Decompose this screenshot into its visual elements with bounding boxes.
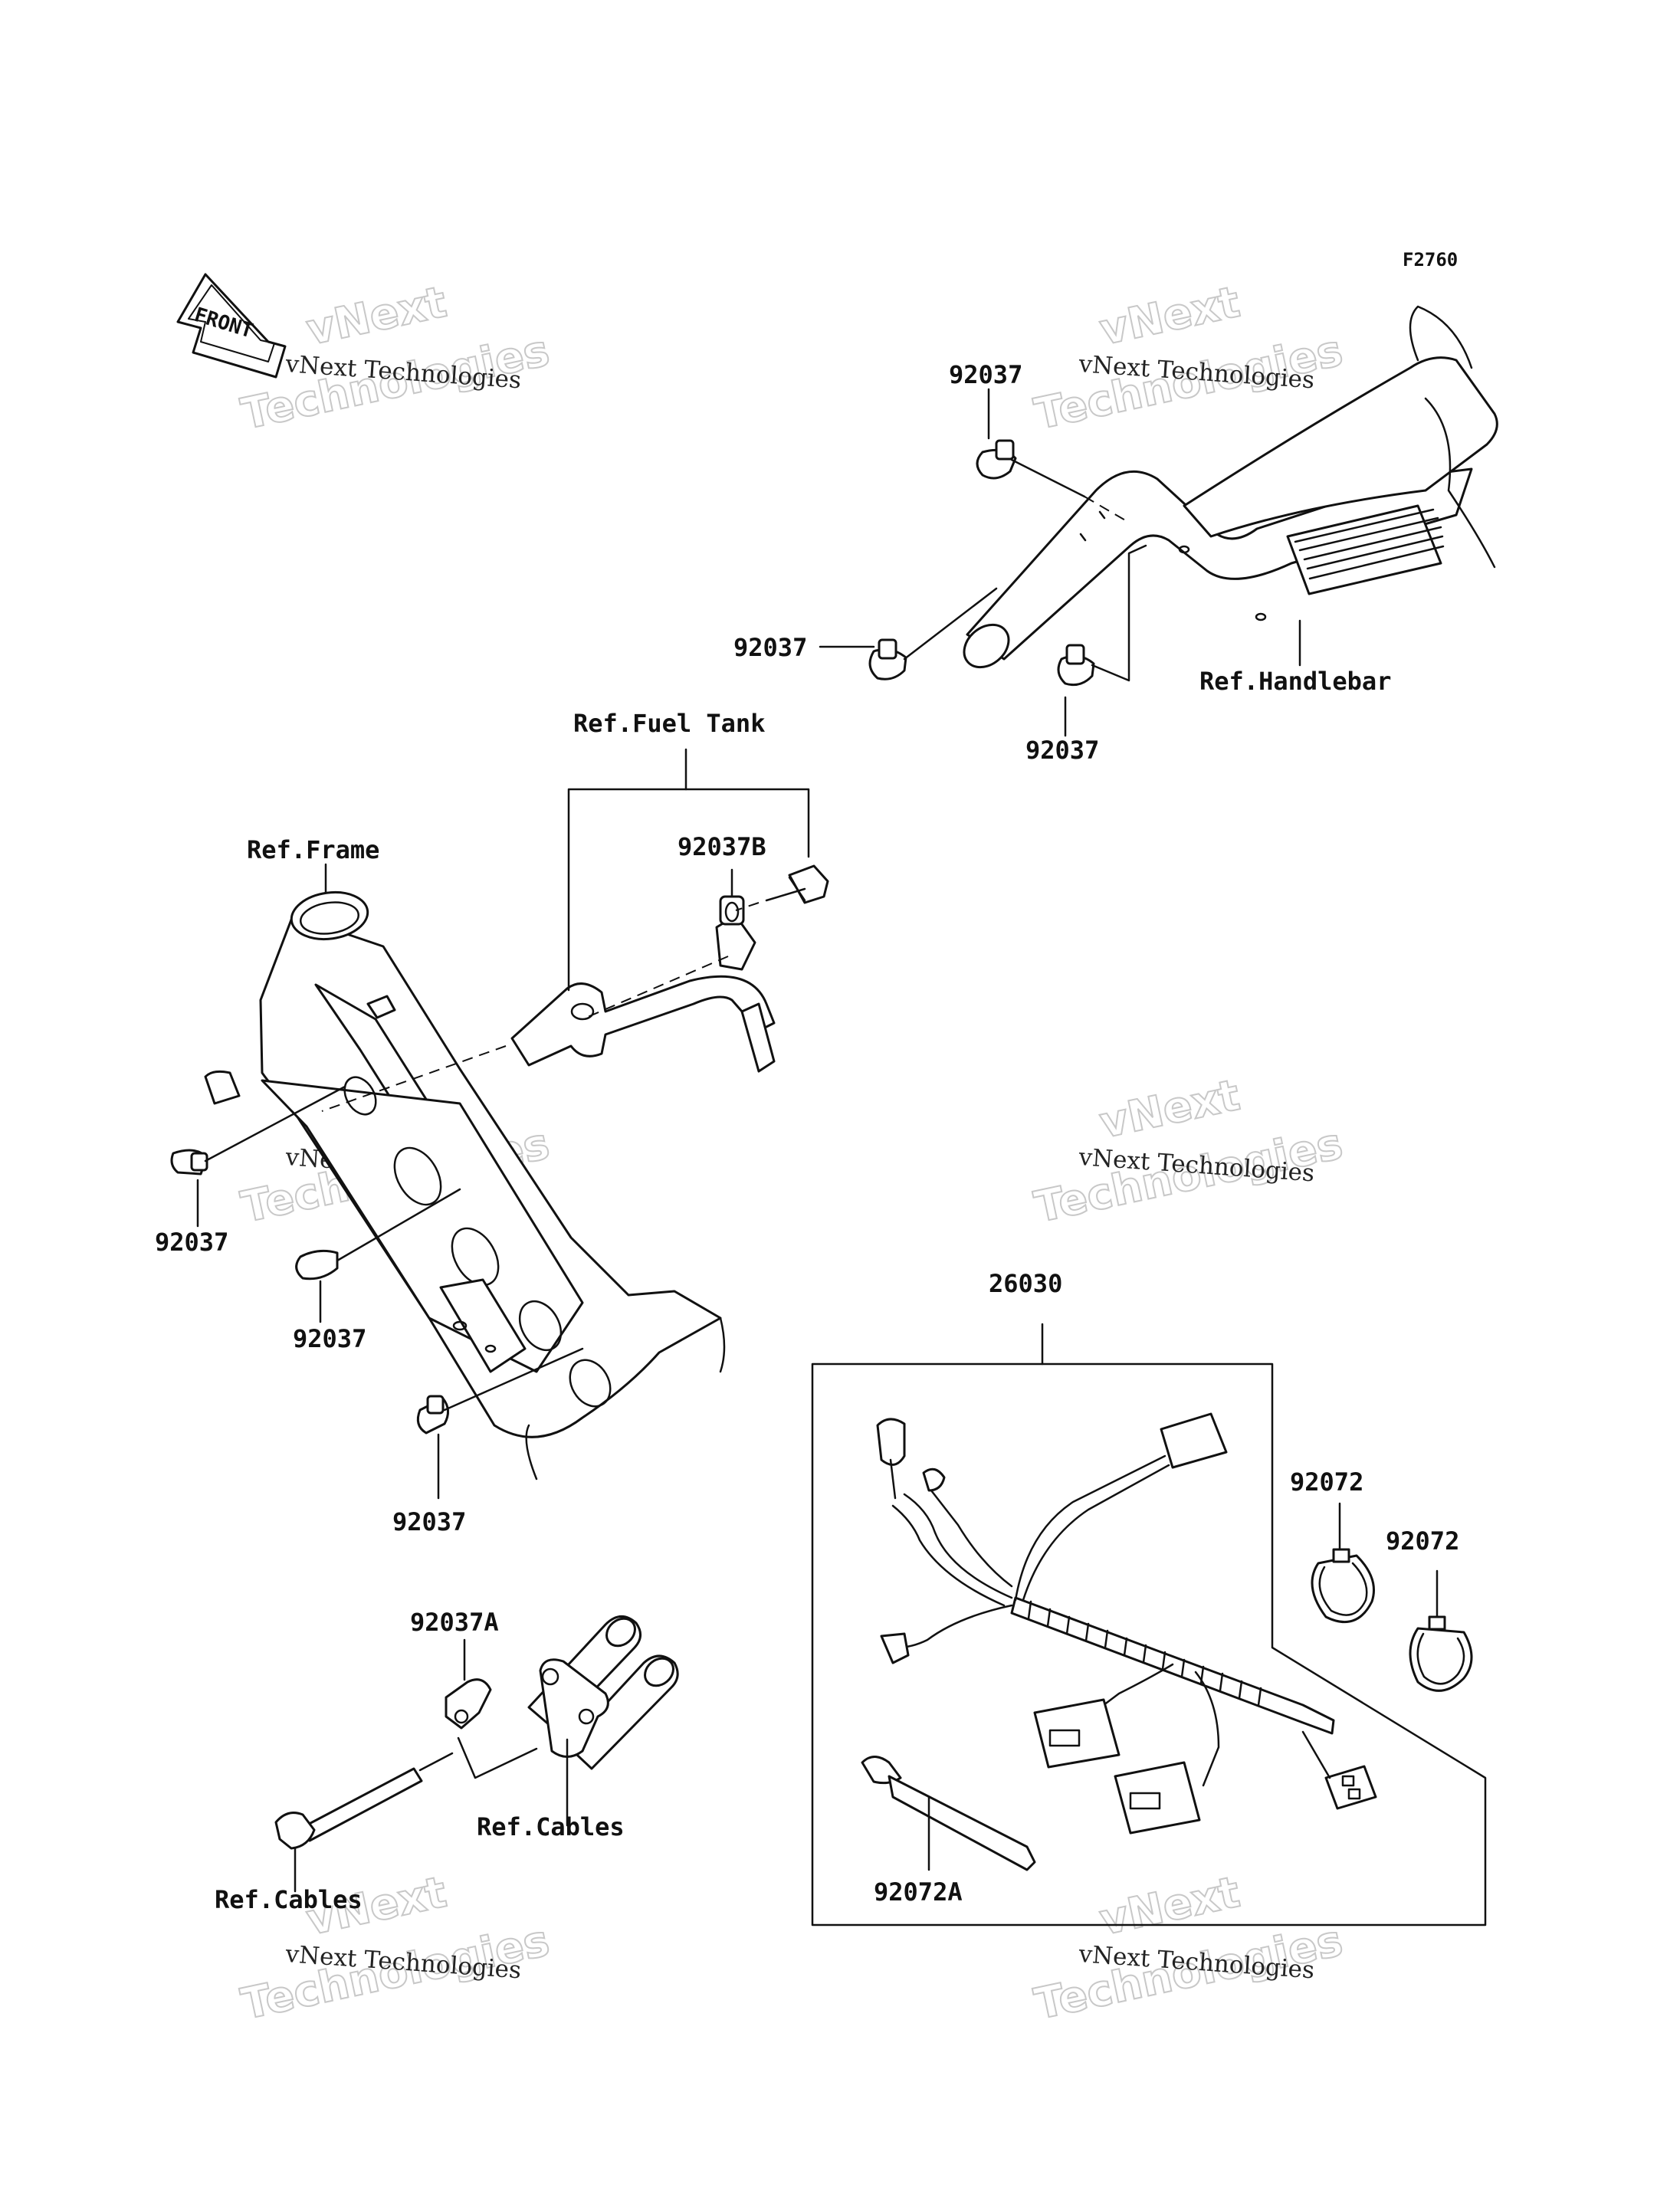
watermark-vnext-text: vNext <box>1095 1071 1244 1149</box>
front-arrow-icon: FRONT <box>176 273 287 379</box>
watermark-tr: vNext Technologies vNext Technologies <box>1029 277 1347 441</box>
clamp-92037b <box>321 864 829 1112</box>
label-ref-cables-right: Ref.Cables <box>477 1812 625 1841</box>
label-92037-top: 92037 <box>949 360 1022 389</box>
figure-code: F2760 <box>1403 249 1458 271</box>
watermark-vnext-text: vNext <box>1095 277 1244 356</box>
fuel-tank-bracket <box>510 975 776 1073</box>
clamp-92037-handlebar-right <box>1057 544 1147 687</box>
label-92072a: 92072A <box>874 1877 963 1907</box>
watermark-tl: vNext Technologies vNext Technologies <box>236 277 554 441</box>
label-92037-handlebar-left: 92037 <box>733 633 807 662</box>
clamp-92037-frame-2 <box>295 1188 461 1323</box>
watermark-mr: vNext Technologies vNext Technologies <box>1029 1070 1347 1234</box>
clamp-92037-top <box>976 439 1127 522</box>
label-92072-1: 92072 <box>1290 1467 1363 1497</box>
handlebar-assembly <box>963 305 1498 669</box>
label-ref-handlebar: Ref.Handlebar <box>1199 667 1391 696</box>
labels: 92037 92037 92037 Ref.Handlebar Ref.Fuel… <box>155 360 1459 1914</box>
band-92072a <box>861 1756 1036 1871</box>
clamp-92037-frame-1 <box>170 1085 346 1228</box>
label-92037-frame-3: 92037 <box>392 1507 466 1536</box>
label-92037-frame-2: 92037 <box>293 1324 366 1353</box>
label-92037-frame-1: 92037 <box>155 1228 228 1257</box>
label-92037b: 92037B <box>678 832 766 861</box>
label-92037a: 92037A <box>410 1608 499 1637</box>
clamp-92037-frame-3 <box>416 1347 584 1500</box>
clamp-92037-handlebar-left <box>868 587 998 680</box>
watermark-br: vNext Technologies vNext Technologies <box>1029 1867 1347 2031</box>
watermark-vnext-text: vNext <box>1095 1867 1244 1946</box>
label-ref-frame: Ref.Frame <box>247 835 379 864</box>
band-92072-2 <box>1409 1569 1473 1692</box>
clamp-92037a-assembly <box>274 1615 679 1893</box>
frame-assembly <box>204 890 726 1481</box>
wire-harness <box>876 1412 1377 1835</box>
label-92072-2: 92072 <box>1386 1526 1459 1556</box>
label-ref-cables-left: Ref.Cables <box>215 1885 363 1914</box>
band-92072-1 <box>1311 1502 1375 1624</box>
label-ref-fuel-tank: Ref.Fuel Tank <box>573 709 765 738</box>
harness-box <box>811 1323 1487 1926</box>
label-92037-handlebar-right: 92037 <box>1025 736 1099 765</box>
label-26030: 26030 <box>989 1269 1062 1298</box>
watermark-vnext-text: vNext <box>302 277 451 356</box>
